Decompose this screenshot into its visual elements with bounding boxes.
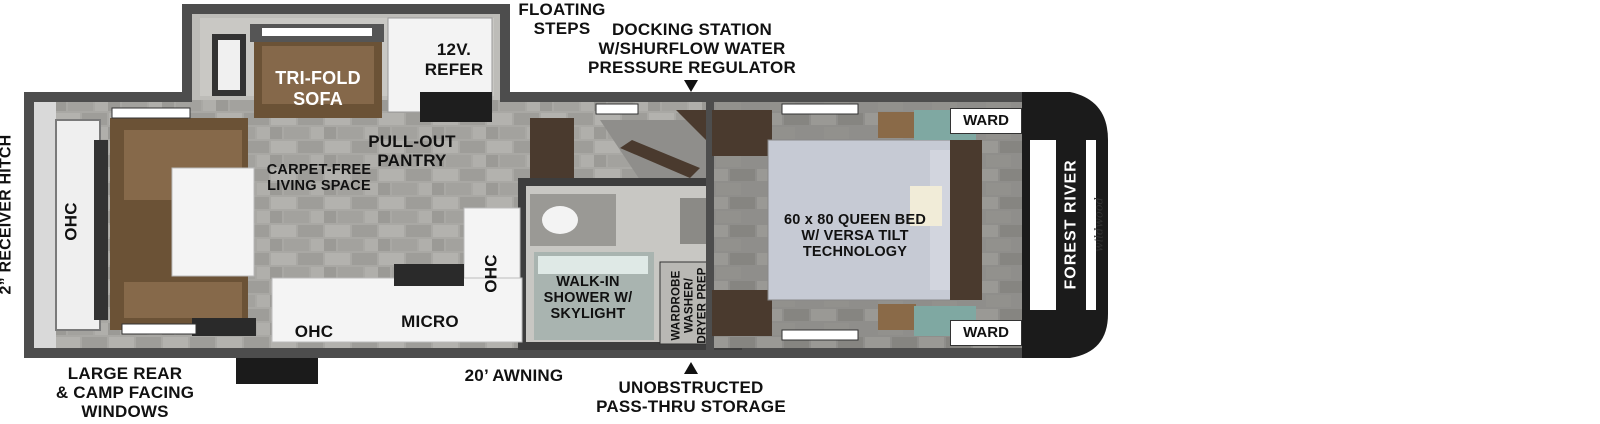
pantry-line-1: PULL-OUT <box>368 132 456 151</box>
docking-station-label: DOCKING STATION W/SHURFLOW WATER PRESSUR… <box>572 20 812 77</box>
shower-line-1: WALK-IN <box>556 274 620 290</box>
wardrobe-label: WARDROBE WASHER/ DRYER PREP <box>671 260 710 352</box>
bed-line-3: TECHNOLOGY <box>802 244 908 260</box>
sofa-line-1: TRI-FOLD <box>275 68 361 88</box>
sofa-line-2: SOFA <box>293 89 343 109</box>
floating-steps-line-2: STEPS <box>533 19 591 38</box>
refer-label: 12V. REFER <box>414 40 494 80</box>
shower-line-2: SHOWER W/ <box>543 290 633 306</box>
carpet-line-1: CARPET-FREE <box>266 162 372 178</box>
rear-line-3: WINDOWS <box>81 402 169 421</box>
wardrobe-line-1: WARDROBE <box>670 270 683 341</box>
carpet-line-2: LIVING SPACE <box>267 178 371 194</box>
docking-line-2: W/SHURFLOW WATER <box>598 39 786 58</box>
queen-bed-label: 60 x 80 QUEEN BED W/ VERSA TILT TECHNOLO… <box>772 212 938 260</box>
kitchen-ohc-label: OHC <box>481 254 501 293</box>
receiver-hitch-label: 2” RECEIVER HITCH <box>0 134 15 295</box>
wardrobe-line-3: DRYER PREP <box>696 267 709 344</box>
shower-line-3: SKYLIGHT <box>550 306 626 322</box>
ward-bottom-label: WARD <box>950 320 1022 346</box>
carpet-free-label: CARPET-FREE LIVING SPACE <box>252 162 386 194</box>
large-rear-windows-label: LARGE REAR & CAMP FACING WINDOWS <box>40 364 210 421</box>
shower-label: WALK-IN SHOWER W/ SKYLIGHT <box>532 274 644 322</box>
floating-steps-line-1: FLOATING <box>518 0 606 19</box>
docking-arrow-icon <box>684 80 698 92</box>
refer-line-1: 12V. <box>436 40 472 59</box>
refer-line-2: REFER <box>424 60 484 79</box>
spare-tire <box>236 358 318 384</box>
bed-line-1: 60 x 80 QUEEN BED <box>783 212 926 228</box>
dinette-table <box>171 167 255 277</box>
unobstructed-storage-label: UNOBSTRUCTED PASS-THRU STORAGE <box>586 378 796 416</box>
wardrobe-line-2: WASHER/ <box>683 277 696 334</box>
rear-ohc-label: OHC <box>61 202 81 241</box>
storage-line-1: UNOBSTRUCTED <box>618 378 764 397</box>
forest-river-brand-label: FOREST RIVER <box>1062 159 1080 290</box>
lower-ohc-label: OHC <box>294 322 334 341</box>
microwave-label: MICRO <box>401 312 459 331</box>
tri-fold-sofa-label: TRI-FOLD SOFA <box>260 68 376 110</box>
rear-window <box>55 119 101 331</box>
ward-top-label: WARD <box>950 108 1022 134</box>
floating-steps-label: FLOATING STEPS <box>510 0 614 38</box>
rear-line-2: & CAMP FACING <box>55 383 195 402</box>
wildwood-script-logo: wildwood <box>1092 197 1106 252</box>
storage-line-2: PASS-THRU STORAGE <box>596 397 786 416</box>
docking-line-1: DOCKING STATION <box>611 20 773 39</box>
storage-arrow-icon <box>684 362 698 374</box>
bed-line-2: W/ VERSA TILT <box>801 228 909 244</box>
pantry-line-2: PANTRY <box>377 151 447 170</box>
pull-out-pantry-label: PULL-OUT PANTRY <box>362 132 462 170</box>
rear-line-1: LARGE REAR <box>67 364 183 383</box>
awning-label: 20’ AWNING <box>464 366 564 385</box>
docking-line-3: PRESSURE REGULATOR <box>588 58 796 77</box>
